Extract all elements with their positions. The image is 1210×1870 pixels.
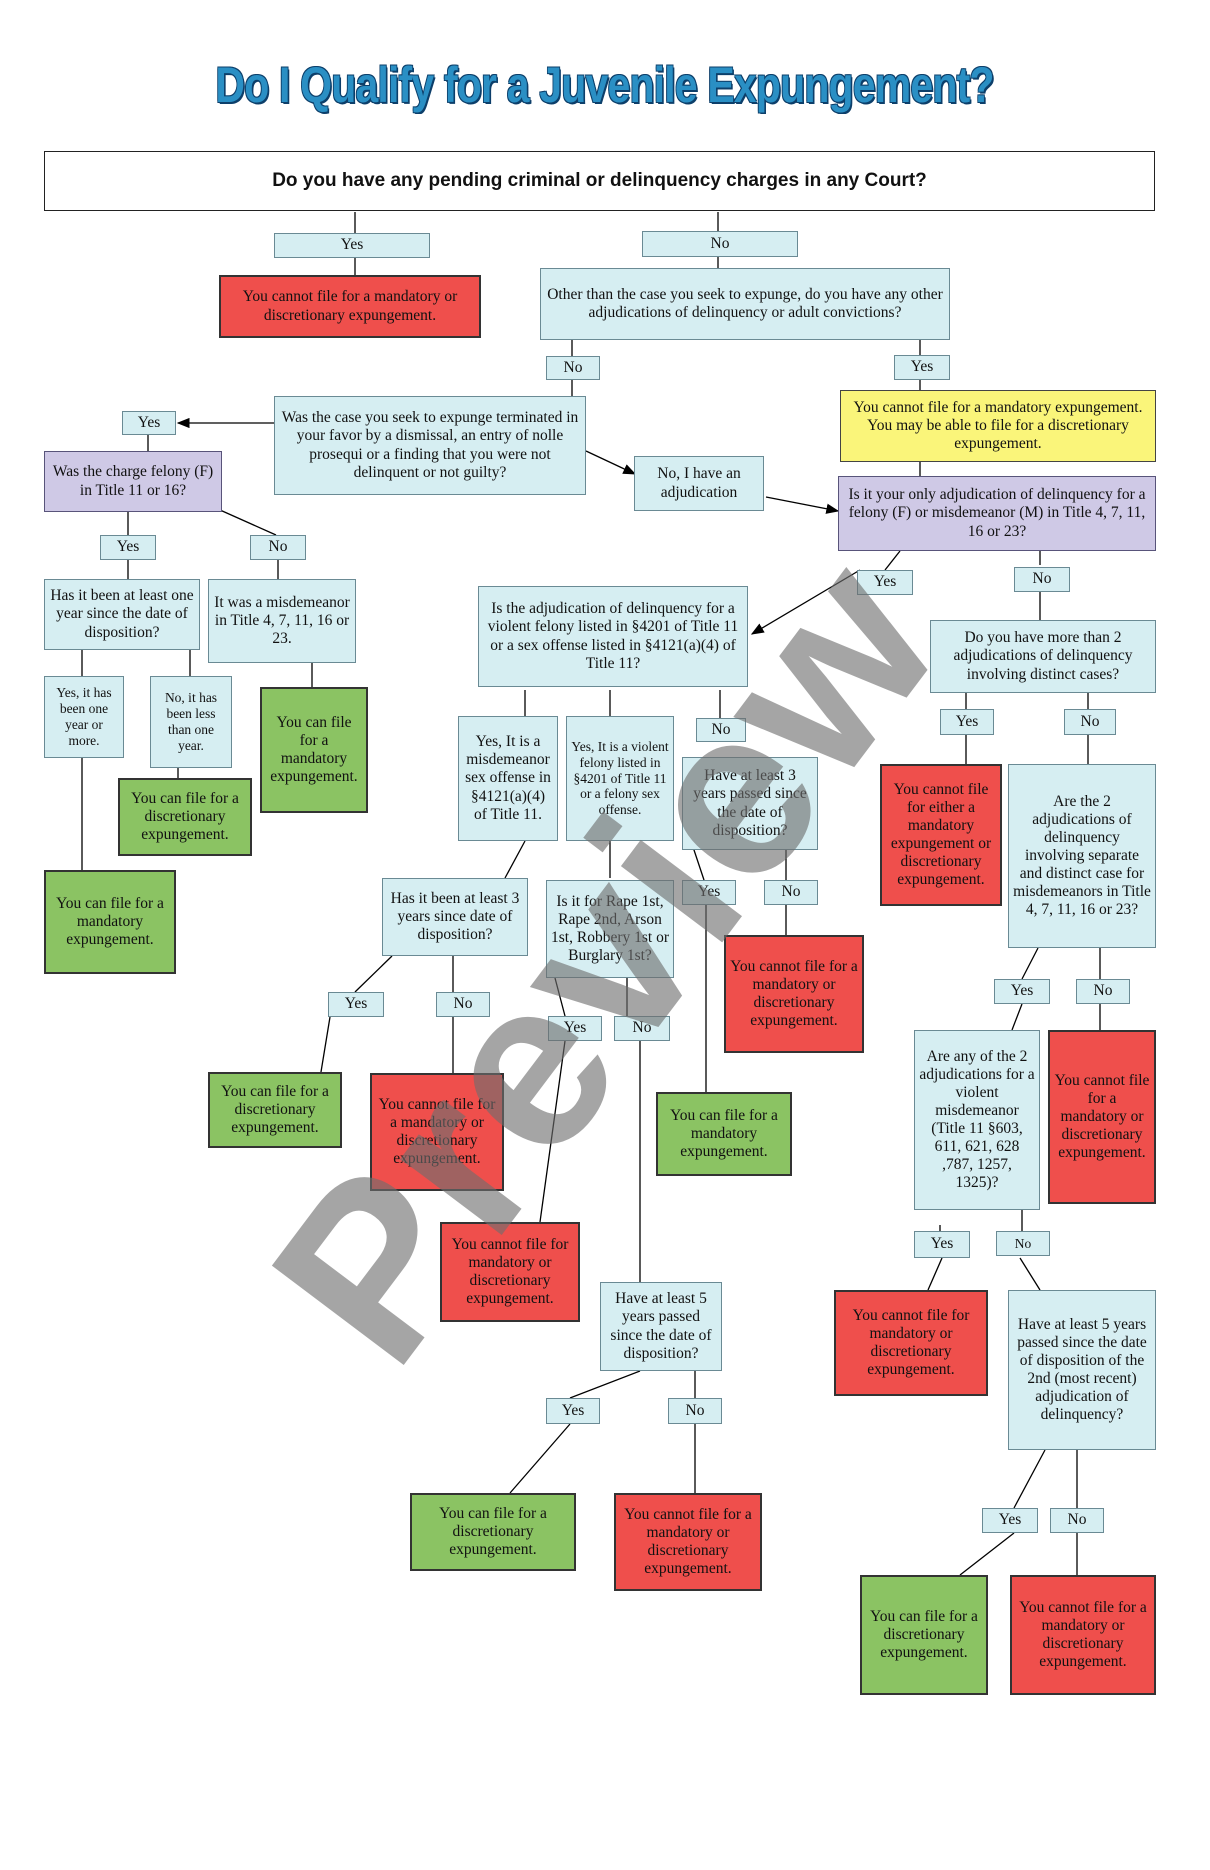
misdemeanor-mandatory-result: You can file for a mandatory expungement…	[260, 687, 368, 813]
one-year-no-result: You can file for a discretionary expunge…	[118, 778, 252, 856]
favor-no-adjudication-label: No, I have an adjudication	[634, 456, 764, 511]
two-misd-no-label: No	[1076, 979, 1130, 1004]
one-year-no-label: No, it has been less than one year.	[150, 676, 232, 768]
page-title: Do I Qualify for a Juvenile Expungement?	[215, 57, 995, 113]
violent-misdemeanor-question: Are any of the 2 adjudications for a vio…	[914, 1030, 1040, 1210]
three-years-a-question: Has it been at least 3 years since date …	[382, 878, 528, 956]
violent-yes-misdemeanor-label: Yes, It is a misdemeanor sex offense in …	[458, 716, 558, 841]
rape-arson-question: Is it for Rape 1st, Rape 2nd, Arson 1st,…	[546, 880, 674, 978]
misdemeanor-note: It was a misdemeanor in Title 4, 7, 11, …	[208, 579, 356, 663]
violent-no-label: No	[696, 718, 746, 742]
three-years-b-yes-result: You can file for a mandatory expungement…	[656, 1092, 792, 1176]
violent-yes-felony-label: Yes, It is a violent felony listed in §4…	[566, 716, 674, 841]
five-years-a-question: Have at least 5 years passed since the d…	[600, 1282, 722, 1371]
pending-yes-result: You cannot file for a mandatory or discr…	[219, 275, 481, 338]
pending-no-label: No	[642, 231, 798, 257]
five-years-a-no-result: You cannot file for a mandatory or discr…	[614, 1493, 762, 1591]
only-adj-yes-label: Yes	[857, 570, 913, 595]
felony-no-label: No	[250, 535, 306, 560]
more-than-two-question: Do you have more than 2 adjudications of…	[930, 620, 1156, 693]
five-years-b-no-result: You cannot file for a mandatory or discr…	[1010, 1575, 1156, 1695]
three-years-a-no-result: You cannot file for a mandatory or discr…	[370, 1073, 504, 1191]
violent-misd-no-label: No	[996, 1231, 1050, 1256]
felony-yes-label: Yes	[100, 535, 156, 560]
three-years-a-no-label: No	[436, 992, 490, 1017]
rape-yes-label: Yes	[548, 1016, 602, 1041]
other-adj-yes-label: Yes	[894, 355, 950, 380]
three-years-b-no-label: No	[764, 880, 818, 905]
pending-yes-label: Yes	[274, 233, 430, 258]
more-two-yes-result: You cannot file for either a mandatory e…	[880, 764, 1002, 906]
three-years-a-yes-result: You can file for a discretionary expunge…	[208, 1072, 342, 1148]
two-misdemeanors-question: Are the 2 adjudications of delinquency i…	[1008, 764, 1156, 948]
three-years-b-yes-label: Yes	[682, 880, 736, 905]
more-two-yes-label: Yes	[940, 709, 994, 735]
other-adjudications-question: Other than the case you seek to expunge,…	[540, 268, 950, 340]
five-years-b-yes-label: Yes	[982, 1508, 1038, 1533]
only-adjudication-question: Is it your only adjudication of delinque…	[838, 476, 1156, 551]
one-year-yes-result: You can file for a mandatory expungement…	[44, 870, 176, 974]
pending-charges-question: Do you have any pending criminal or deli…	[44, 151, 1155, 211]
violent-felony-question: Is the adjudication of delinquency for a…	[478, 586, 748, 687]
two-misd-yes-label: Yes	[994, 979, 1050, 1004]
favorable-termination-question: Was the case you seek to expunge termina…	[274, 396, 586, 495]
rape-no-label: No	[614, 1016, 670, 1041]
violent-misd-yes-label: Yes	[914, 1231, 970, 1258]
two-misd-no-result: You cannot file for a mandatory or discr…	[1048, 1030, 1156, 1204]
favor-yes-label: Yes	[122, 411, 176, 435]
five-years-a-no-label: No	[668, 1398, 722, 1424]
only-adj-no-label: No	[1014, 567, 1070, 592]
other-adj-yes-result: You cannot file for a mandatory expungem…	[840, 390, 1156, 462]
five-years-b-question: Have at least 5 years passed since the d…	[1008, 1290, 1156, 1450]
one-year-question: Has it been at least one year since the …	[44, 579, 200, 650]
three-years-b-no-result: You cannot file for a mandatory or discr…	[724, 935, 864, 1053]
one-year-yes-label: Yes, it has been one year or more.	[44, 676, 124, 758]
other-adj-no-label: No	[546, 356, 600, 380]
three-years-a-yes-label: Yes	[328, 992, 384, 1017]
five-years-a-yes-label: Yes	[546, 1398, 600, 1424]
violent-misd-yes-result: You cannot file for mandatory or discret…	[834, 1290, 988, 1396]
five-years-b-no-label: No	[1050, 1508, 1104, 1533]
felony-charge-question: Was the charge felony (F) in Title 11 or…	[44, 451, 222, 512]
five-years-b-yes-result: You can file for a discretionary expunge…	[860, 1575, 988, 1695]
more-two-no-label: No	[1064, 709, 1116, 735]
three-years-b-question: Have at least 3 years passed since the d…	[682, 757, 818, 850]
rape-yes-result: You cannot file for mandatory or discret…	[440, 1222, 580, 1322]
five-years-a-yes-result: You can file for a discretionary expunge…	[410, 1493, 576, 1571]
